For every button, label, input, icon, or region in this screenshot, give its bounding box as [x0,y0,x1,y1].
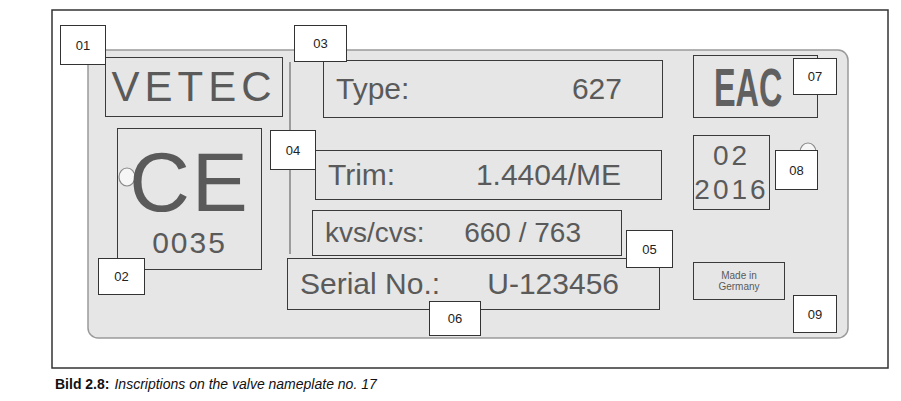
field-label: EAC [714,60,782,114]
figure-number: Bild 2.8: [55,376,109,392]
date-box: 02 2016 [693,135,770,210]
field-label: Made in Germany [713,270,765,292]
field-label: kvs/cvs: [325,219,425,247]
field-value: 0035 [152,228,227,258]
trim-field: Trim: 1.4404/ME [315,150,662,200]
field-value: 1.4404/ME [476,160,621,190]
field-value: 2016 [694,176,768,204]
field-label: CE [129,140,250,224]
callout-number: 04 [270,130,316,170]
nameplate [88,50,848,338]
figure-frame [52,10,888,368]
field-label: 02 [713,142,750,170]
brand-box: VETEC [105,57,283,117]
type-field: Type: 627 [323,60,663,118]
callout-number: 06 [429,301,481,336]
callout-number: 09 [793,295,837,333]
field-label: Type: [336,74,409,104]
caption-row: Bild 2.8: Inscriptions on the valve namep… [55,376,377,392]
field-label: Serial No.: [300,269,440,299]
callout-number: 02 [98,258,145,295]
field-value: 660 / 763 [464,219,581,247]
ce-mark-box: CE 0035 [117,128,262,270]
field-value: U-123456 [487,269,619,299]
figure-caption: Inscriptions on the valve nameplate no. … [114,376,376,392]
callout-number: 07 [793,58,837,95]
callout-number: 08 [775,150,818,190]
field-value: 627 [572,74,622,104]
callout-number: 05 [626,230,673,268]
kvs-field: kvs/cvs: 660 / 763 [312,210,622,256]
origin-box: Made in Germany [693,262,785,300]
field-label: Trim: [328,160,395,190]
field-label: VETEC [111,66,276,108]
callout-number: 01 [60,25,106,65]
callout-number: 03 [294,25,347,62]
